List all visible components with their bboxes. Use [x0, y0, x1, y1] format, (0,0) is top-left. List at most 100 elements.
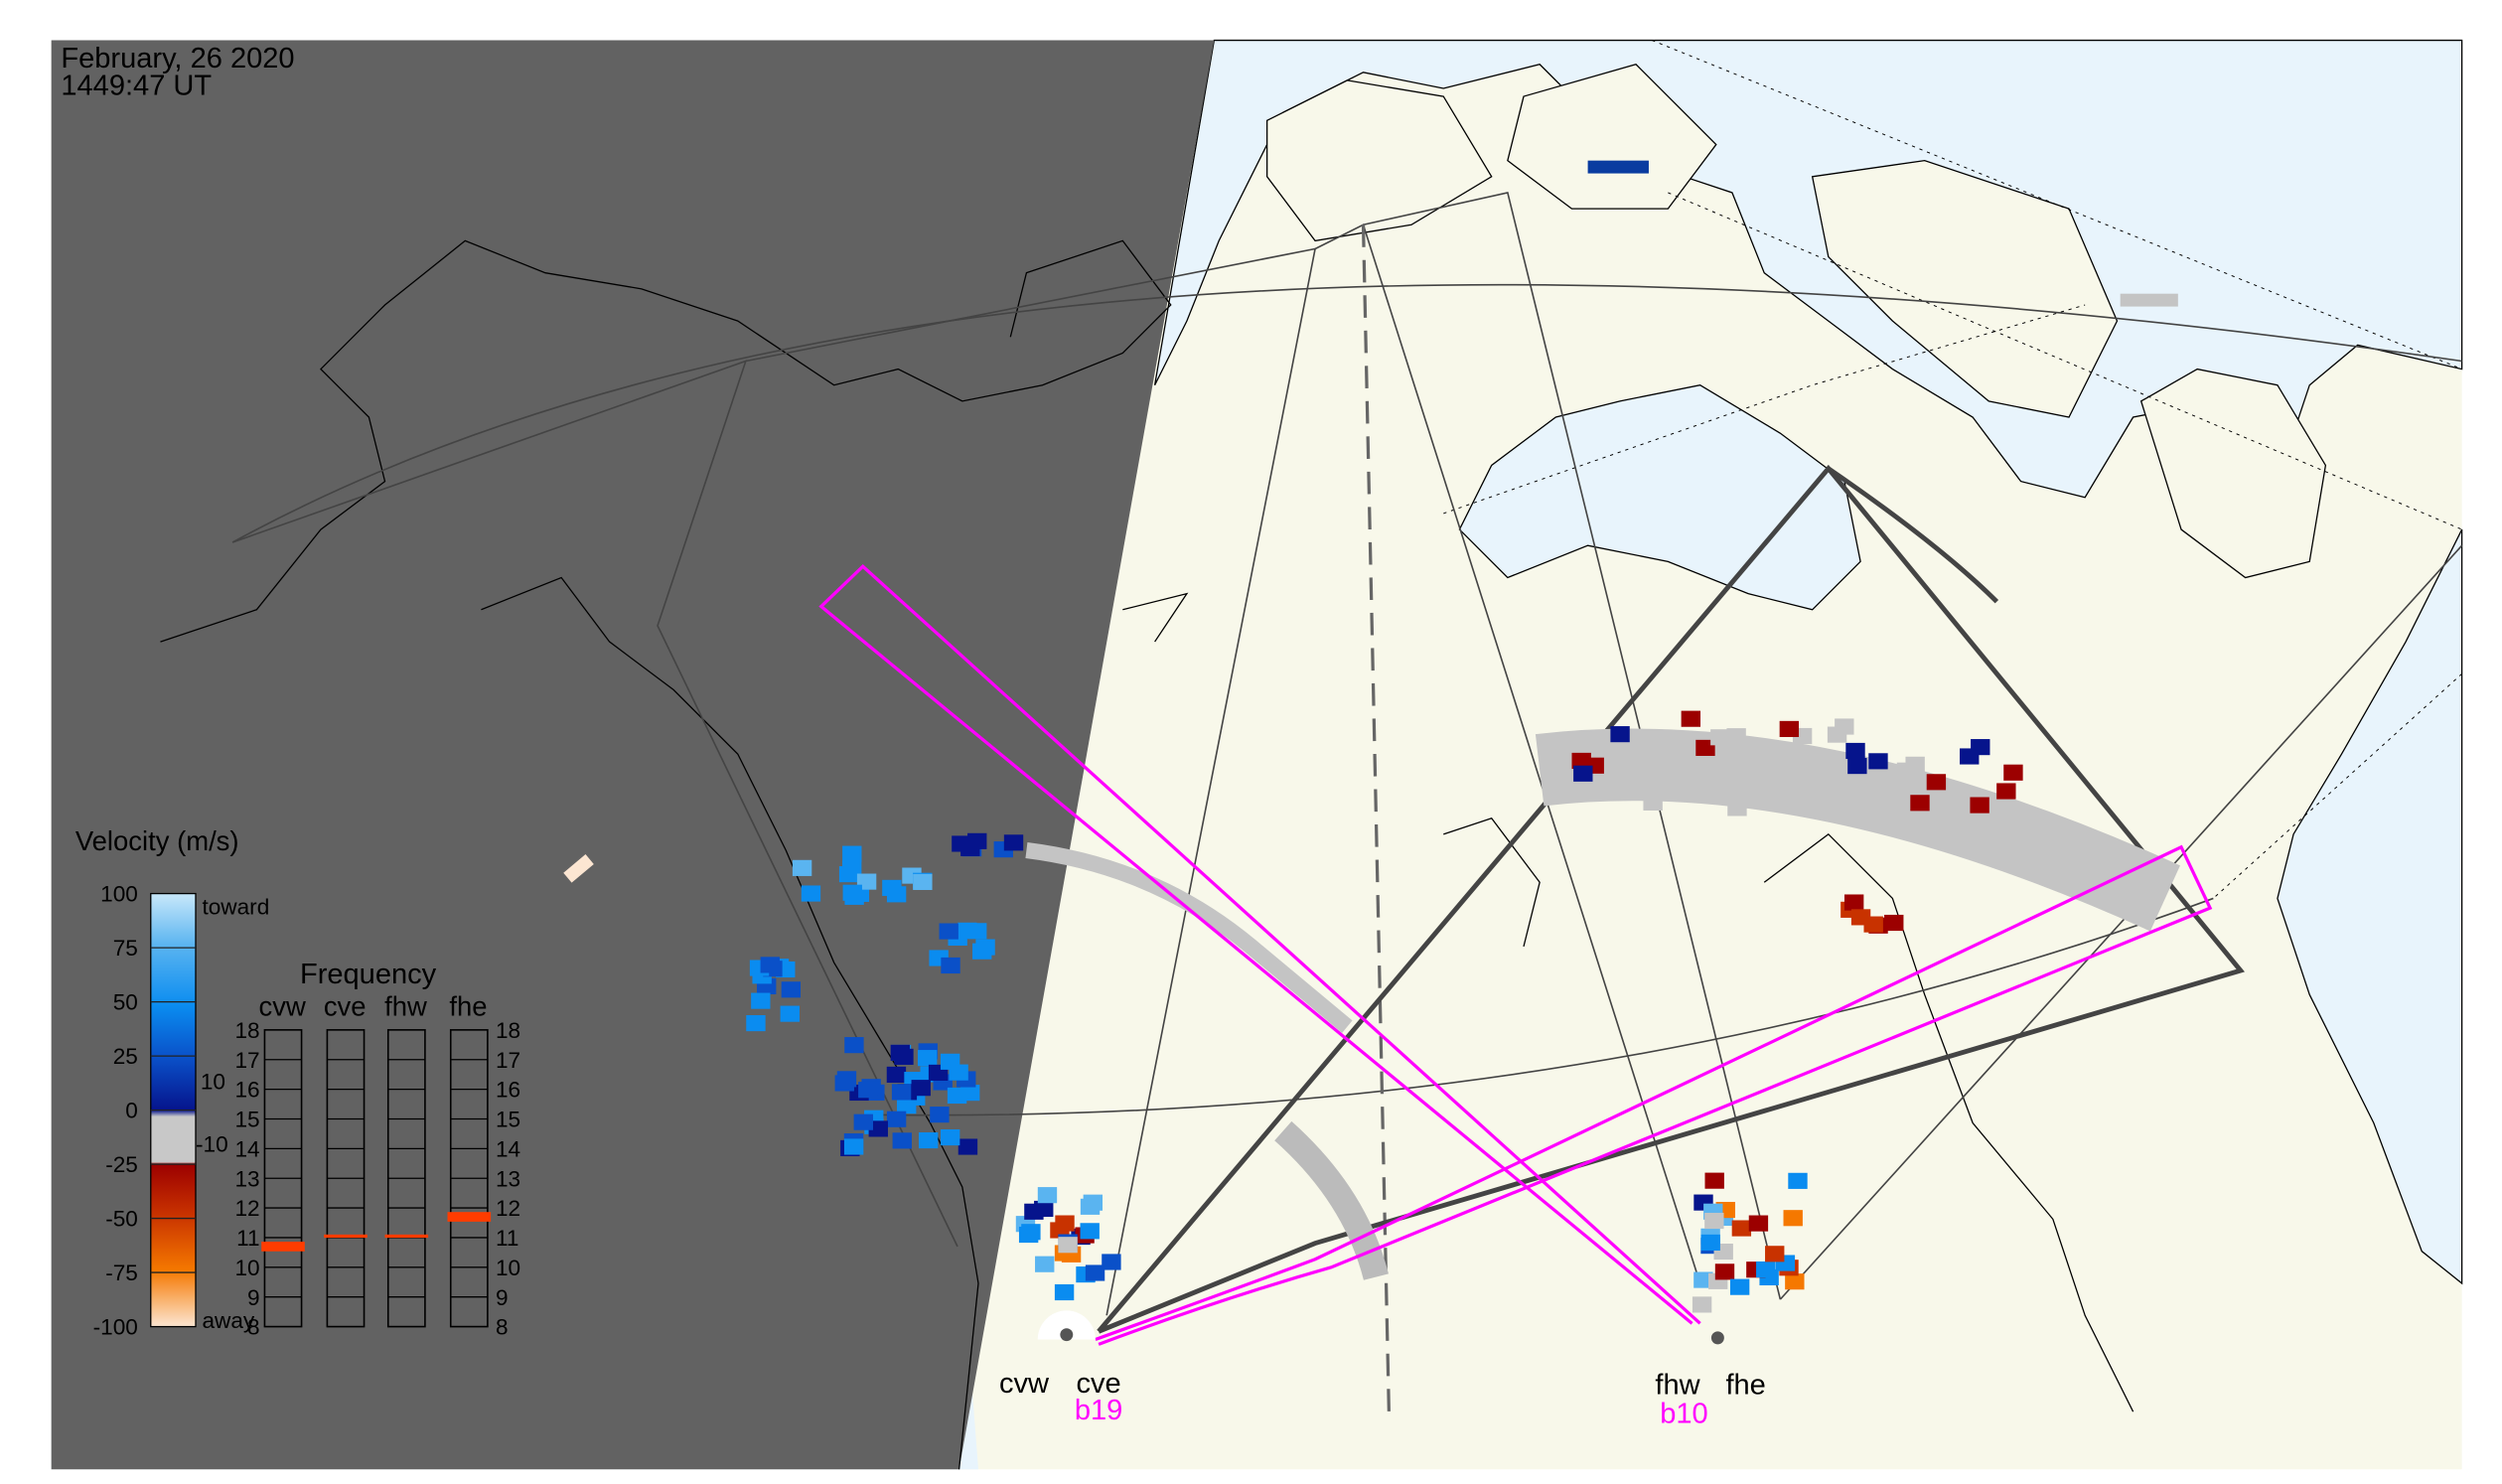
velocity-cell: [947, 1087, 967, 1105]
frequency-title: Frequency: [300, 959, 437, 990]
velocity-cell: [1681, 710, 1701, 727]
velocity-cell: [792, 859, 812, 876]
meridian-dashed: [1361, 224, 1391, 1412]
ocean-atlantic: [2277, 528, 2463, 1285]
frequency-tick-left: 16: [234, 1078, 259, 1103]
frequency-tick-right: 13: [496, 1166, 520, 1191]
velocity-tick-label: 25: [113, 1044, 138, 1069]
frequency-marker-fhw: [384, 1234, 429, 1239]
velocity-cell: [1910, 795, 1930, 812]
velocity-cell: [917, 1050, 938, 1067]
velocity-cell: [1827, 726, 1847, 743]
velocity-cell: [1693, 1271, 1713, 1288]
velocity-cell: [1635, 742, 1655, 759]
velocity-tick-label: -50: [105, 1207, 138, 1232]
velocity-cell: [1722, 759, 1742, 776]
velocity-cell: [1868, 753, 1888, 770]
velocity-cell: [834, 1075, 854, 1092]
ground-scatter-band: [1535, 728, 2180, 932]
velocity-cell: [853, 1113, 873, 1130]
velocity-cell: [842, 884, 862, 901]
velocity-cell: [1850, 909, 1871, 926]
frequency-box-cvw: [263, 1029, 303, 1328]
velocity-cell: [1080, 1223, 1100, 1240]
away-label: away: [202, 1308, 254, 1333]
velocity-cell: [1727, 800, 1747, 816]
beam-b19: [1095, 844, 2213, 1346]
velocity-cell: [1748, 1215, 1769, 1232]
velocity-cell: [1765, 1246, 1785, 1262]
velocity-cell: [1779, 720, 1800, 737]
beam-label-b19: b19: [1075, 1395, 1122, 1426]
frequency-tick-left: 9: [247, 1285, 260, 1310]
velocity-cell: [1692, 1296, 1712, 1313]
velocity-cell: [1726, 728, 1746, 745]
velocity-cell: [1926, 774, 1947, 791]
frequency-tick-right: 9: [496, 1285, 509, 1310]
velocity-cell: [1783, 1210, 1803, 1227]
frequency-tick-left: 18: [234, 1018, 259, 1043]
velocity-cell: [1704, 1172, 1724, 1189]
velocity-cell: [746, 1015, 766, 1032]
ocean-arctic: [1153, 39, 2463, 499]
island-1: [1266, 79, 1493, 242]
beam-label-b10: b10: [1660, 1398, 1707, 1429]
velocity-cell: [1643, 794, 1663, 811]
velocity-tick-label: -75: [105, 1261, 138, 1285]
frequency-tick-left: 8: [247, 1315, 260, 1340]
velocity-cell: [1788, 1172, 1808, 1189]
velocity-cell: [940, 1053, 960, 1070]
velocity-tick-label: 50: [113, 990, 138, 1015]
velocity-cell: [1731, 1220, 1752, 1237]
velocity-cell: [1035, 1256, 1055, 1272]
velocity-cell: [1573, 765, 1593, 782]
frequency-tick-right: 16: [496, 1078, 520, 1103]
velocity-cell: [913, 873, 933, 890]
toward-label: toward: [202, 895, 269, 920]
velocity-cell: [1729, 1278, 1750, 1295]
velocity-cell: [957, 1138, 978, 1155]
graticule: [1443, 40, 2462, 899]
frequency-tick-left: 11: [236, 1226, 259, 1251]
site-label-cve: cve: [1076, 1368, 1120, 1400]
fields-of-view: [231, 191, 2463, 1316]
velocity-cell: [1996, 783, 2016, 800]
velocity-tick-label: -25: [105, 1152, 138, 1177]
velocity-cell: [843, 1138, 864, 1155]
velocity-cell: [780, 1005, 800, 1022]
velocity-cell: [563, 854, 594, 883]
velocity-cell: [1102, 1254, 1121, 1270]
site-label-fhw: fhw: [1655, 1369, 1700, 1401]
frequency-tick-right: 8: [496, 1315, 509, 1340]
frequency-tick-left: 14: [234, 1136, 259, 1161]
velocity-cell: [1710, 729, 1730, 746]
velocity-cell: [886, 1066, 907, 1083]
velocity-cell: [1083, 1194, 1104, 1211]
frequency-radar-label-fhe: fhe: [449, 990, 487, 1021]
velocity-cell: [894, 1048, 914, 1065]
velocity-cell: [2120, 293, 2178, 307]
velocity-cell: [1845, 742, 1865, 760]
velocity-tick-label: 100: [100, 882, 138, 907]
inner-tick-neg10: -10: [196, 1132, 228, 1157]
velocity-cell: [1704, 1212, 1724, 1230]
velocity-cell: [1847, 758, 1867, 775]
velocity-cell: [1905, 756, 1925, 773]
frequency-marker-cvw: [261, 1242, 305, 1252]
velocity-cell: [939, 923, 958, 940]
velocity-cell: [1054, 1283, 1075, 1301]
velocity-cell: [801, 885, 821, 902]
velocity-cell: [2003, 764, 2023, 781]
velocity-cell: [1055, 1215, 1075, 1232]
velocity-cell: [1024, 1203, 1044, 1220]
velocity-cell: [886, 1111, 907, 1127]
site-label-cvw: cvw: [999, 1368, 1050, 1400]
velocity-cell: [1571, 752, 1591, 770]
velocity-cell: [760, 957, 780, 973]
velocity-cell: [842, 845, 862, 862]
velocity-cell: [1003, 834, 1024, 851]
frequency-tick-left: 17: [234, 1048, 259, 1073]
frequency-radar-label-cve: cve: [324, 990, 367, 1021]
